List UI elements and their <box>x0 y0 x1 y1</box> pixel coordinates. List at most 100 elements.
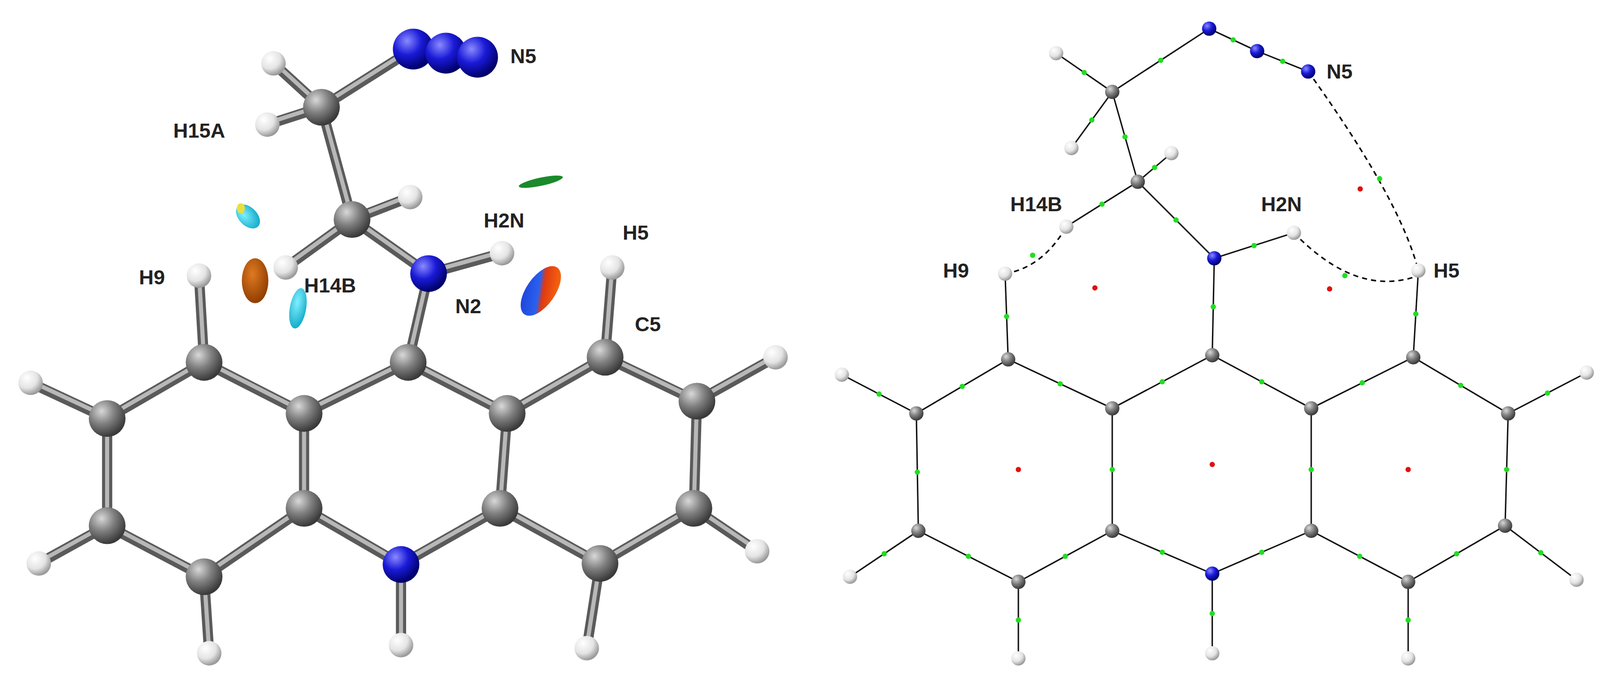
bond-path <box>1112 92 1138 182</box>
atom-ball <box>26 550 51 576</box>
bond-path <box>1311 530 1409 582</box>
bond-path <box>1005 226 1067 274</box>
bond-path <box>1311 357 1414 409</box>
bond-critical-point <box>876 391 882 397</box>
bond-critical-point <box>1003 313 1010 320</box>
atom-label: N5 <box>1326 60 1353 84</box>
atom-label: H2N <box>483 209 525 232</box>
bond-path <box>1257 50 1309 72</box>
atom-ball <box>410 255 447 292</box>
atom-sphere <box>1202 21 1217 37</box>
bond-critical-point <box>1308 467 1314 473</box>
atom-sphere <box>1001 351 1016 367</box>
atom-ball <box>675 490 713 527</box>
bond-path <box>1066 181 1138 227</box>
atom-sphere <box>1579 365 1595 380</box>
atom-label: N2 <box>455 295 482 318</box>
atom-sphere <box>1249 43 1265 59</box>
bond-path <box>1408 525 1506 582</box>
bond-path <box>1505 525 1577 580</box>
bond-critical-point <box>1342 272 1348 279</box>
atom-label: H15A <box>173 119 226 143</box>
isosurface <box>512 259 569 323</box>
atom-label: H2N <box>1261 193 1302 216</box>
bond-path <box>1294 232 1419 282</box>
atom-sphere <box>1011 574 1026 589</box>
atom-ball <box>574 635 599 661</box>
bond-critical-point <box>1122 134 1128 140</box>
bond-critical-point <box>1030 252 1036 259</box>
atom-sphere <box>1411 263 1426 278</box>
atom-ball <box>273 255 298 280</box>
atom-ball <box>457 36 498 78</box>
atom-sphere <box>1205 646 1220 661</box>
atom-sphere <box>1401 574 1416 589</box>
bond-critical-point <box>1453 550 1460 557</box>
bond-path <box>1112 28 1210 92</box>
atom-ball <box>490 240 515 266</box>
bond-path <box>1413 357 1508 414</box>
ring-critical-point <box>1357 186 1364 192</box>
bond-critical-point <box>1280 58 1286 65</box>
atom-ball <box>600 255 625 280</box>
bond-critical-point <box>1099 201 1106 208</box>
bond-path <box>1209 28 1258 51</box>
atom-ball <box>196 640 222 666</box>
bond-critical-point <box>1258 549 1265 555</box>
bond-critical-point <box>1359 379 1365 386</box>
atom-ball <box>763 345 788 370</box>
bond-path <box>1212 530 1312 574</box>
bond-critical-point <box>914 469 921 475</box>
atom-sphere <box>1501 406 1516 421</box>
bond-critical-point <box>1544 390 1551 396</box>
bond-critical-point <box>1210 304 1217 310</box>
bond-path <box>1308 71 1419 271</box>
atom-ball <box>382 545 420 583</box>
bond-critical-point <box>959 383 966 389</box>
atom-ball <box>285 394 323 432</box>
ball-and-stick-model <box>18 28 788 666</box>
atom-ball <box>285 490 323 527</box>
bond-critical-point <box>1109 467 1115 473</box>
atom-ball <box>333 201 371 238</box>
bond-path <box>918 530 1019 582</box>
atom-ball <box>388 632 414 657</box>
bond-path <box>850 530 919 577</box>
bond-path <box>1018 530 1113 582</box>
atom-sphere <box>1130 174 1146 190</box>
atom-sphere <box>842 569 858 584</box>
atom-sphere <box>1300 64 1316 79</box>
atom-ball <box>481 490 518 527</box>
bond-path <box>1071 92 1113 148</box>
bond-path <box>1413 270 1419 357</box>
bond-critical-point <box>1258 379 1265 385</box>
atom-sphere <box>1105 523 1120 538</box>
bond-critical-point <box>1081 69 1087 76</box>
bond-path <box>1112 530 1213 574</box>
atom-label: H9 <box>943 259 970 283</box>
bond-critical-point <box>1503 467 1510 473</box>
atom-sphere <box>1064 140 1079 156</box>
atom-label: H9 <box>138 266 166 289</box>
atom-ball <box>185 343 223 381</box>
bond-path <box>1212 355 1312 409</box>
atom-ball <box>88 507 126 544</box>
bond-critical-point <box>1357 553 1363 560</box>
nci-isosurfaces <box>231 172 569 330</box>
bond-critical-point <box>1538 550 1544 556</box>
bond-path <box>1507 372 1587 414</box>
bond-critical-point <box>1377 175 1383 182</box>
atom-ball <box>389 343 427 381</box>
atom-ball <box>744 538 770 564</box>
atom-sphere <box>1058 219 1074 234</box>
atom-label: N5 <box>510 45 537 68</box>
atom-label: H5 <box>622 221 649 245</box>
atom-sphere <box>1105 401 1120 416</box>
atom-sphere <box>1304 401 1319 416</box>
atom-sphere <box>1049 46 1064 61</box>
atom-label: C5 <box>634 313 662 336</box>
atom-ball <box>488 394 526 432</box>
bond-critical-point <box>881 550 888 557</box>
bond-path <box>841 374 917 414</box>
atom-sphere <box>1205 347 1220 363</box>
